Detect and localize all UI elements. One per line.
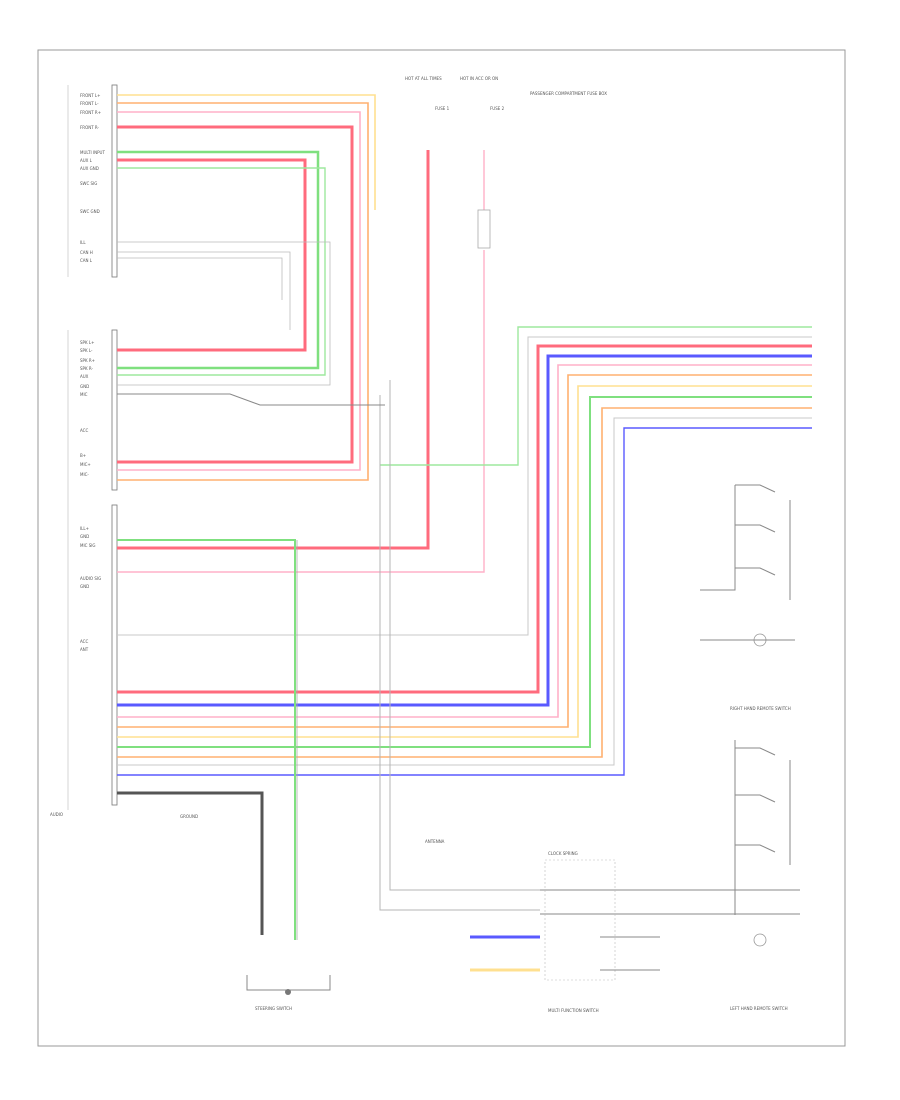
pin-label-front-r-minus: FRONT R- <box>80 125 100 130</box>
pin-label-can-l: CAN L <box>80 258 93 263</box>
diagram-frame <box>37 49 846 1047</box>
pin-label-spk-r-plus: SPK R+ <box>80 358 95 363</box>
pin-label-swc-sig: SWC SIG <box>80 181 97 186</box>
audio-connector-mid <box>111 329 118 491</box>
part-label-fuse-box: PASSENGER COMPARTMENT FUSE BOX <box>530 91 607 96</box>
fuse-label-2: FUSE 2 <box>490 106 505 111</box>
fuse-labels: HOT AT ALL TIMES HOT IN ACC OR ON FUSE 1… <box>405 76 505 111</box>
left-labels-top: FRONT L+ FRONT L- FRONT R+ FRONT R- MULT… <box>80 93 105 263</box>
part-label-multi-function-switch: MULTI FUNCTION SWITCH <box>548 1008 599 1013</box>
pin-label-ill: ILL <box>80 240 86 245</box>
ground-and-steering <box>117 380 540 940</box>
part-label-left-hand-remote-switch: LEFT HAND REMOTE SWITCH <box>730 1006 788 1011</box>
fuse-feed-wires <box>117 150 491 573</box>
fuse-label-1: FUSE 1 <box>435 106 450 111</box>
pin-label-spk-l-plus: SPK L+ <box>80 340 94 345</box>
audio-connector-top <box>111 84 118 278</box>
pin-label-mic-sig: MIC SIG <box>80 543 96 548</box>
pin-label-gnd: GND <box>80 384 89 389</box>
remote-switch-left <box>734 740 791 947</box>
pin-label-ill-plus: ILL+ <box>80 526 89 531</box>
pin-label-mic: MIC <box>80 392 88 397</box>
pin-label-bplus: B+ <box>80 453 86 458</box>
pin-label-spk-r-minus: SPK R- <box>80 366 93 371</box>
pin-label-audio-sig: AUDIO SIG <box>80 576 101 581</box>
pin-label-low-gnd: GND <box>80 534 89 539</box>
pin-label-aux-gnd: AUX GND <box>80 166 99 171</box>
pin-label-mic-plus: MIC+ <box>80 462 91 467</box>
clock-spring-wires <box>470 859 800 981</box>
pin-label-front-l-minus: FRONT L- <box>80 101 99 106</box>
wire-group-top <box>117 94 376 481</box>
part-label-antenna: ANTENNA <box>425 839 445 844</box>
part-labels: AUDIO STEERING SWITCH MULTI FUNCTION SWI… <box>50 91 791 1013</box>
part-label-clock-spring: CLOCK SPRING <box>548 851 578 856</box>
fuse-label-hot-at-all-times: HOT AT ALL TIMES <box>405 76 442 81</box>
left-labels-low: ILL+ GND MIC SIG AUDIO SIG GND ACC ANT <box>80 526 101 652</box>
pin-label-multi-input: MULTI INPUT <box>80 150 105 155</box>
left-labels-mid: SPK L+ SPK L- SPK R+ SPK R- AUX GND MIC … <box>80 340 95 477</box>
pin-label-spk-l-minus: SPK L- <box>80 348 93 353</box>
pin-label-front-r-plus: FRONT R+ <box>80 110 101 115</box>
pin-label-aux-l: AUX L <box>80 158 93 163</box>
fuse-label-hot-in-acc: HOT IN ACC OR ON <box>460 76 498 81</box>
pin-label-aux: AUX <box>80 374 89 379</box>
remote-switch-right <box>700 484 795 647</box>
pin-label-acc: ACC <box>80 428 88 433</box>
part-label-ground: GROUND <box>180 814 198 819</box>
part-label-audio: AUDIO <box>50 812 63 817</box>
audio-connector-low <box>111 504 118 806</box>
pin-label-low-acc: ACC <box>80 639 88 644</box>
pin-label-low-gnd-2: GND <box>80 584 89 589</box>
pin-label-swc-gnd: SWC GND <box>80 209 100 214</box>
wire-group-right <box>117 326 812 776</box>
ground-connector <box>246 975 331 995</box>
pin-label-mic-minus: MIC- <box>80 472 89 477</box>
part-label-right-hand-remote-switch: RIGHT HAND REMOTE SWITCH <box>730 706 791 711</box>
pin-label-can-h: CAN H <box>80 250 93 255</box>
pin-label-ant: ANT <box>80 647 89 652</box>
part-label-steering-switch: STEERING SWITCH <box>255 1006 292 1011</box>
pin-label-front-l-plus: FRONT L+ <box>80 93 101 98</box>
